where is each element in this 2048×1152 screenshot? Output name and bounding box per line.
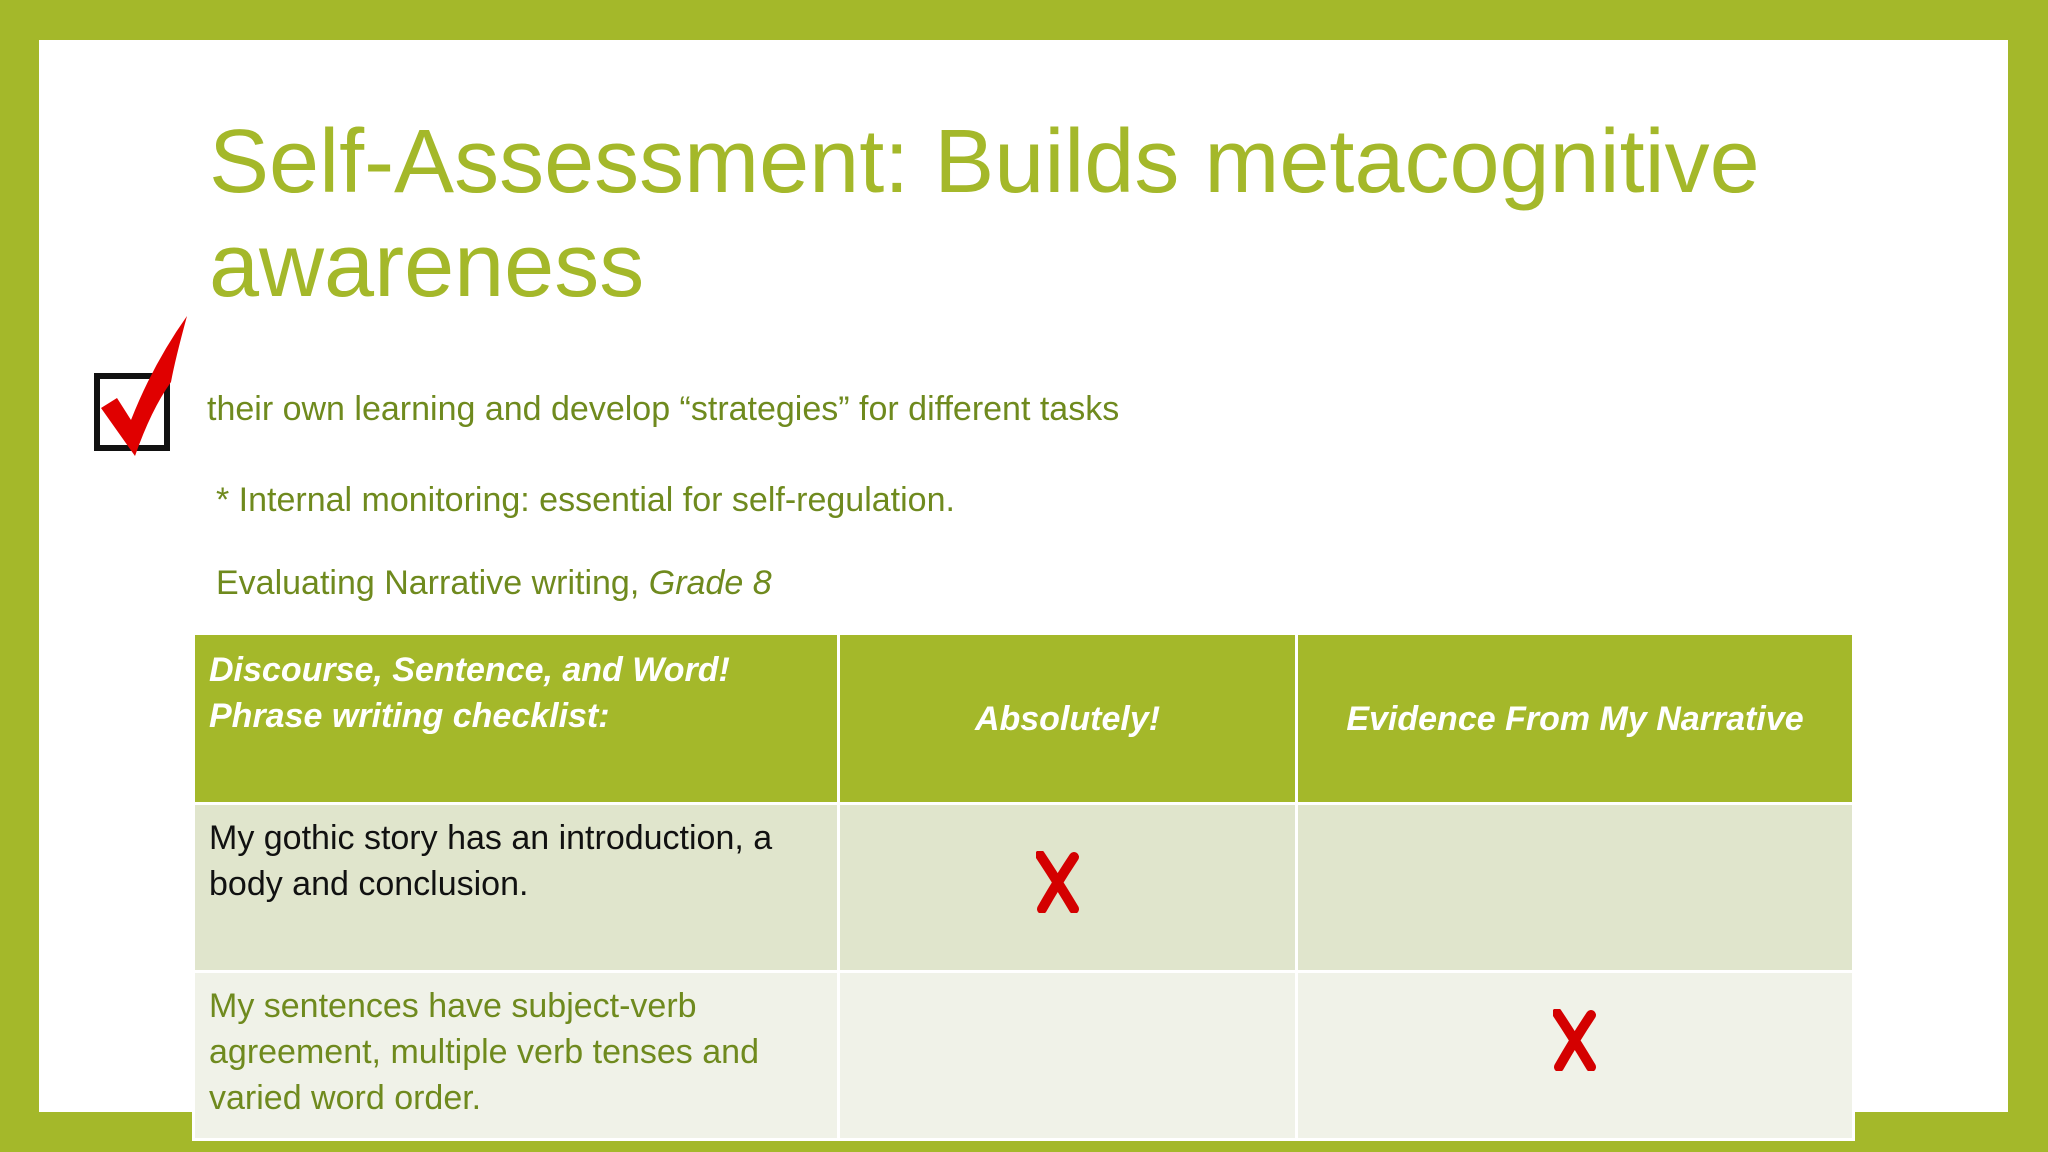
caption-prefix: Evaluating Narrative writing, — [216, 564, 649, 602]
row-statement: My gothic story has an introduction, a b… — [192, 802, 840, 973]
table-row: My gothic story has an introduction, a b… — [192, 802, 1855, 973]
slide-title: Self-Assessment: Builds metacognitive aw… — [209, 112, 1760, 316]
bullet-strategies: their own learning and develop “strategi… — [207, 390, 1120, 428]
header-checklist: Discourse, Sentence, and Word! Phrase wr… — [192, 632, 840, 805]
writing-checklist-table: Discourse, Sentence, and Word! Phrase wr… — [192, 632, 1855, 1141]
header-evidence: Evidence From My Narrative — [1295, 632, 1855, 805]
x-mark-icon — [1553, 1008, 1596, 1071]
slide: Self-Assessment: Builds metacognitive aw… — [39, 40, 2008, 1141]
row-evidence-cell — [1295, 802, 1855, 973]
row-statement: My sentences have subject-verb agreement… — [192, 970, 840, 1141]
caption-grade: Grade 8 — [648, 564, 772, 602]
table-row: My sentences have subject-verb agreement… — [192, 970, 1855, 1141]
row-evidence-cell — [1295, 970, 1855, 1141]
table-header-row: Discourse, Sentence, and Word! Phrase wr… — [192, 632, 1855, 805]
row-absolutely-cell — [837, 802, 1298, 973]
header-absolutely: Absolutely! — [837, 632, 1298, 805]
table-caption: Evaluating Narrative writing, Grade 8 — [216, 563, 772, 603]
checkbox-checkmark-icon — [94, 316, 187, 456]
row-absolutely-cell — [837, 970, 1298, 1141]
bullet-internal-monitoring: * Internal monitoring: essential for sel… — [216, 481, 955, 519]
x-mark-icon — [1035, 850, 1079, 913]
